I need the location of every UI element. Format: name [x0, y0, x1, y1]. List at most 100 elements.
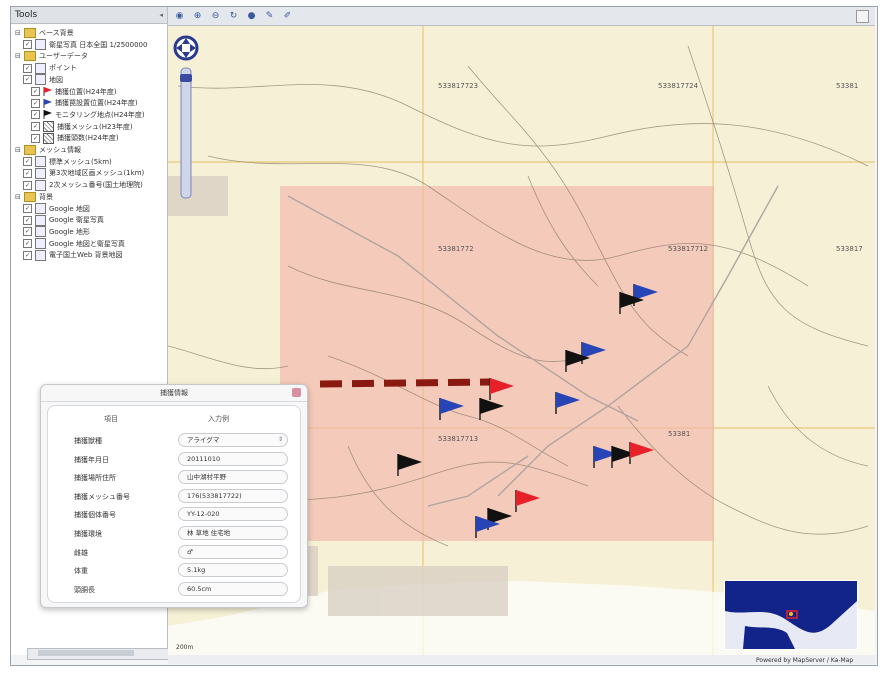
layer-tree-label: 背景	[39, 192, 53, 201]
form-field-value[interactable]: 林 草地 住宅地	[178, 526, 288, 540]
form-field-text: 林 草地 住宅地	[187, 529, 231, 537]
ruler-icon[interactable]: ✐	[283, 11, 292, 21]
form-field-value[interactable]: 20111010	[178, 451, 288, 466]
form-field-value[interactable]: 176(533817722)	[178, 488, 288, 503]
panel-horizontal-scrollbar[interactable]	[27, 648, 177, 660]
layer-tree-label: 標準メッシュ(5km)	[49, 157, 112, 166]
flag-marker-blue[interactable]	[475, 516, 500, 538]
globe-icon[interactable]: ◉	[175, 11, 184, 21]
layer-tree-item[interactable]: ✓Google 地図	[23, 203, 90, 215]
layer-checkbox[interactable]: ✓	[31, 122, 40, 132]
flag-marker-blue[interactable]	[555, 392, 580, 414]
mesh-label-3: 53381772	[438, 245, 474, 253]
mesh-label-4: 533817712	[668, 245, 708, 253]
rotate-icon[interactable]: ↻	[229, 11, 238, 21]
layer-tree-item[interactable]: ✓ Google 衛星写真	[23, 214, 104, 226]
folder-icon	[24, 28, 36, 38]
flag-marker-black[interactable]	[479, 398, 504, 420]
flag-marker-black[interactable]	[565, 350, 590, 372]
topographic-lines	[168, 45, 869, 547]
zoom-in-icon[interactable]: ⊕	[193, 11, 202, 21]
layer-tree-item[interactable]: ✓捕獲メッシュ(H23年度)	[31, 121, 133, 133]
close-icon[interactable]	[292, 388, 301, 397]
layer-tree-item[interactable]: ✓ 衛星写真 日本全国 1/2500000	[23, 39, 147, 51]
form-field-value[interactable]: ♂	[178, 544, 288, 559]
layer-checkbox[interactable]: ✓	[31, 87, 40, 96]
layer-tree-item[interactable]: ⊟ベース背景	[15, 27, 74, 39]
flag-marker-blue[interactable]	[439, 398, 464, 420]
expand-toggle-icon[interactable]: ⊟	[15, 29, 21, 37]
layer-tree-item[interactable]: ✓捕獲位置(H24年度)	[31, 86, 117, 98]
flag-marker-red[interactable]	[629, 442, 654, 464]
layer-tree-item[interactable]: ✓第3次地域区画メッシュ(1km)	[23, 167, 144, 179]
mesh-highlight-area[interactable]	[280, 186, 714, 541]
layer-tree-item[interactable]: ⊟メッシュ情報	[15, 144, 81, 156]
flag-marker-red[interactable]	[515, 490, 540, 512]
layer-tree-item[interactable]: ✓Google 地図と衛星写真	[23, 238, 125, 250]
layer-tree-item[interactable]: ✓電子国土Web 背景地図	[23, 249, 123, 261]
zoom-out-icon[interactable]: ⊖	[211, 11, 220, 21]
layer-checkbox[interactable]: ✓	[31, 98, 40, 108]
flag-marker-black[interactable]	[611, 446, 636, 468]
scrollbar-thumb[interactable]	[38, 650, 134, 656]
layer-tree-item[interactable]: ✓2次メッシュ番号(国土地理院)	[23, 179, 143, 191]
layer-tree-label: 地図	[49, 75, 63, 84]
species-select[interactable]: アライグマ⇕	[178, 433, 288, 447]
layer-checkbox[interactable]: ✓	[23, 204, 32, 213]
expand-toggle-icon[interactable]: ⊟	[15, 146, 21, 154]
layer-tree-label: Google 衛星写真	[49, 216, 104, 225]
overview-map[interactable]	[724, 580, 858, 650]
layer-tree-label: 捕獲頭数(H24年度)	[57, 134, 119, 143]
folder-icon	[24, 51, 36, 62]
pan-control-icon[interactable]	[173, 35, 199, 61]
flag-marker-black[interactable]	[619, 292, 644, 314]
flag-marker-red[interactable]	[489, 378, 514, 400]
flag-marker-blue[interactable]	[593, 446, 618, 468]
layer-checkbox[interactable]: ✓	[23, 227, 32, 237]
layer-tree-item[interactable]: ✓ 地図	[23, 74, 63, 86]
layer-checkbox[interactable]: ✓	[31, 110, 40, 120]
zoom-slider[interactable]	[180, 67, 192, 199]
form-field-value[interactable]: 5.1kg	[178, 563, 288, 578]
layer-tree-label: 衛星写真 日本全国 1/2500000	[49, 40, 148, 49]
layer-checkbox[interactable]: ✓	[31, 133, 40, 143]
layer-checkbox[interactable]: ✓	[23, 75, 32, 85]
layer-tree-item[interactable]: ✓ 捕獲頭数(H24年度)	[31, 132, 119, 144]
form-field-value[interactable]: 60.5cm	[178, 581, 288, 596]
pencil-icon[interactable]: ✎	[265, 11, 274, 21]
layer-tree-item[interactable]: ✓モニタリング地点(H24年度)	[31, 109, 145, 121]
layer-icon	[35, 167, 46, 179]
expand-toggle-icon[interactable]: ⊟	[15, 52, 21, 61]
layer-checkbox[interactable]: ✓	[23, 157, 32, 167]
layer-icon	[35, 74, 46, 86]
layer-tree-item[interactable]: ⊟ユーザーデータ	[15, 50, 88, 62]
layer-tree-item[interactable]: ✓ポイント	[23, 62, 77, 74]
panel-collapse-icon[interactable]: ◂	[159, 11, 163, 19]
layer-checkbox[interactable]: ✓	[23, 215, 32, 225]
capture-flags	[397, 284, 658, 538]
form-field-label: 捕獲メッシュ番号	[74, 492, 130, 501]
layer-checkbox[interactable]: ✓	[23, 63, 32, 73]
mesh-label-6: 53381	[668, 430, 690, 438]
layer-checkbox[interactable]: ✓	[23, 180, 32, 190]
layer-checkbox[interactable]: ✓	[23, 168, 32, 178]
flag-red-icon	[43, 87, 52, 96]
layer-checkbox[interactable]: ✓	[23, 40, 32, 50]
layer-tree-item[interactable]: ⊟ 背景	[15, 191, 53, 203]
layer-tree-item[interactable]: ✓ 標準メッシュ(5km)	[23, 156, 112, 168]
zoom-slider-thumb[interactable]	[180, 74, 192, 82]
layer-checkbox[interactable]: ✓	[23, 239, 32, 249]
form-field-text: 山中湖村平野	[187, 473, 226, 482]
form-field-label: 雌雄	[74, 548, 88, 557]
select-arrow-icon[interactable]: ⇕	[277, 436, 283, 443]
expand-toggle-icon[interactable]: ⊟	[15, 192, 21, 201]
zoom-control[interactable]	[173, 35, 199, 199]
flag-marker-black[interactable]	[397, 454, 422, 476]
layer-tree-item[interactable]: ✓捕獲罠設置位置(H24年度)	[31, 97, 138, 109]
maximize-button[interactable]	[856, 10, 869, 23]
form-field-value[interactable]: 山中湖村平野	[178, 470, 288, 485]
earth-icon[interactable]: ●	[247, 11, 256, 21]
layer-checkbox[interactable]: ✓	[23, 250, 32, 260]
layer-tree-item[interactable]: ✓Google 地形	[23, 226, 90, 238]
form-field-value[interactable]: YY-12-020	[178, 507, 288, 522]
